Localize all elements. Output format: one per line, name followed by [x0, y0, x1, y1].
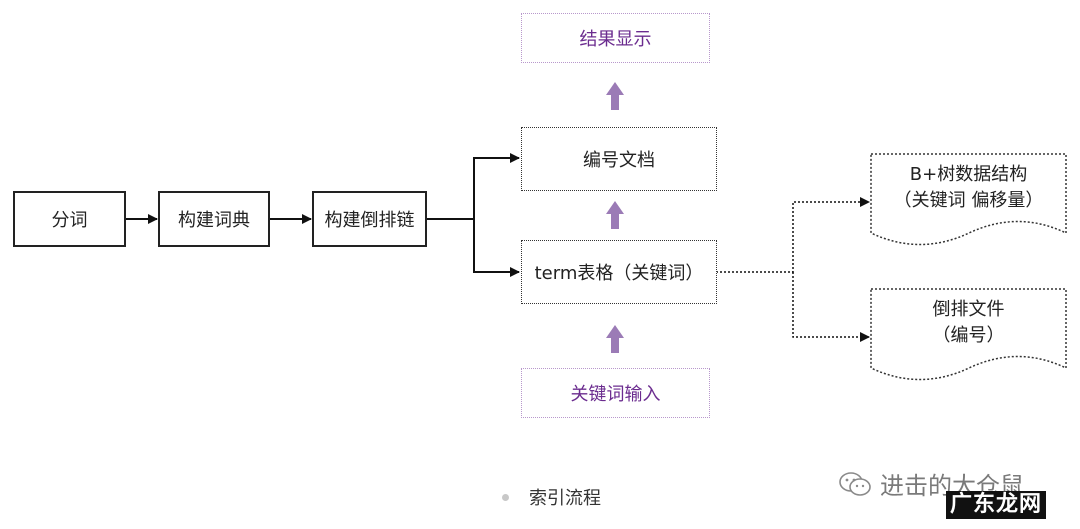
- node-number-doc-label: 编号文档: [583, 150, 655, 171]
- inverted-file-line2: （编号）: [932, 325, 1005, 346]
- bplus-line1: B+树数据结构: [909, 164, 1028, 185]
- node-segment: 分词: [13, 191, 126, 247]
- caption-bullet-icon: [502, 493, 509, 501]
- node-segment-label: 分词: [51, 210, 88, 231]
- node-build-dict-label: 构建词典: [178, 210, 250, 231]
- arrow-term-to-inverted-file: [792, 272, 870, 342]
- caption-text: 索引流程: [529, 488, 601, 509]
- node-keyword-input-label: 关键词输入: [570, 384, 661, 405]
- site-watermark: 广东龙网: [946, 491, 1047, 519]
- node-build-dict: 构建词典: [158, 191, 270, 247]
- node-result-display: 结果显示: [521, 13, 710, 63]
- node-keyword-input: 关键词输入: [521, 368, 710, 418]
- up-arrow-to-result: [606, 82, 624, 110]
- inverted-file-line1: 倒排文件: [932, 299, 1005, 320]
- node-term-table-label: term表格（关键词）: [534, 263, 704, 284]
- arrow-inverted-to-term-table: [473, 219, 520, 277]
- node-build-inverted: 构建倒排链: [312, 191, 427, 247]
- node-inverted-file: 倒排文件 （编号）: [871, 297, 1066, 349]
- node-number-doc: 编号文档: [521, 127, 717, 191]
- node-result-display-label: 结果显示: [579, 29, 652, 50]
- bplus-doc-shape: [870, 153, 1067, 246]
- purple-up-arrows: [606, 82, 624, 353]
- arrow-term-to-bplus: [716, 197, 870, 273]
- figure-caption: 索引流程: [502, 484, 601, 510]
- up-arrow-to-term-table: [606, 325, 624, 353]
- wechat-icon: [839, 471, 871, 496]
- up-arrow-to-number-doc: [606, 201, 624, 229]
- node-term-table: term表格（关键词）: [521, 240, 717, 304]
- node-bplus-tree: B+树数据结构 （关键词 偏移量）: [871, 162, 1066, 214]
- inverted-file-doc-shape: [870, 288, 1067, 381]
- node-build-inverted-label: 构建倒排链: [324, 210, 415, 231]
- bplus-line2: （关键词 偏移量）: [893, 190, 1044, 211]
- arrow-inverted-to-number-doc: [427, 153, 520, 220]
